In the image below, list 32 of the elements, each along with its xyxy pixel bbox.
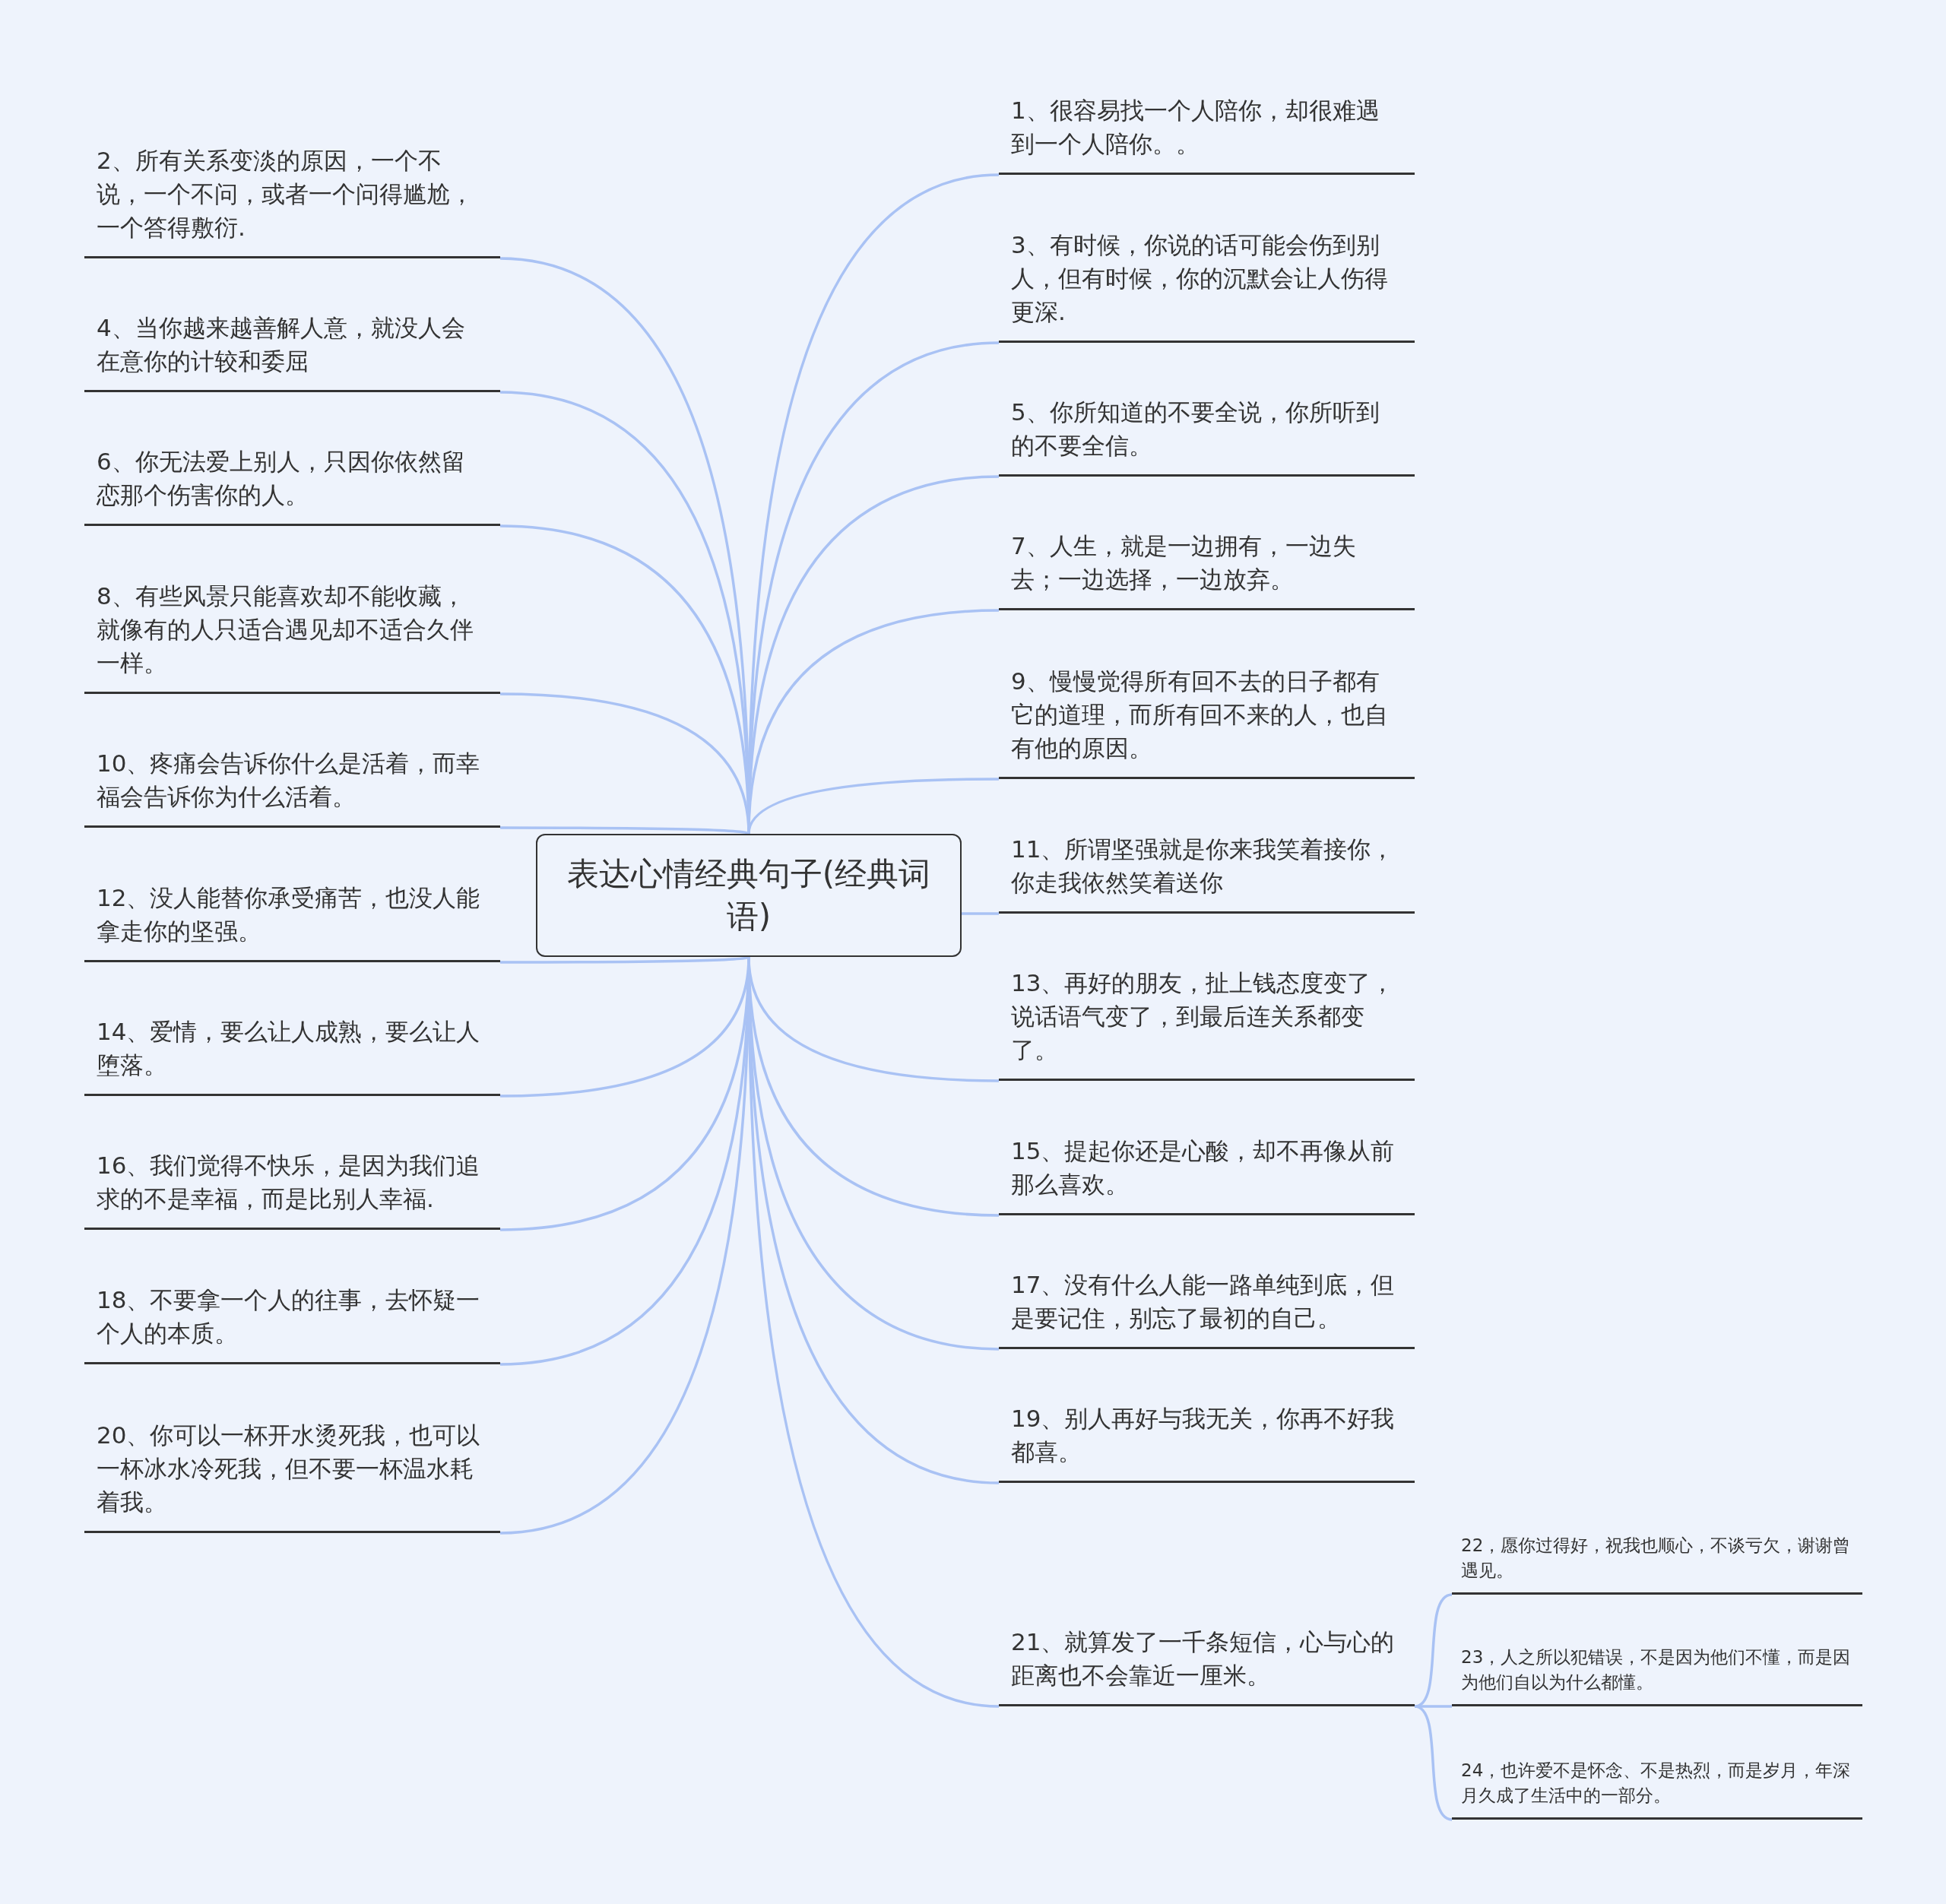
branch-text: 15、提起你还是心酸，却不再像从前那么喜欢。: [1011, 1136, 1396, 1199]
branch-text: 24，也许爱不是怀念、不是热烈，而是岁月，年深月久成了生活中的一部分。: [1461, 1760, 1852, 1807]
branch-text: 18、不要拿一个人的往事，去怀疑一个人的本质。: [97, 1285, 481, 1348]
branch-text: 8、有些风景只能喜欢却不能收藏，就像有的人只适合遇见却不适合久伴一样。: [97, 581, 474, 678]
branch-text: 17、没有什么人能一路单纯到底，但是要记住，别忘了最初的自己。: [1011, 1270, 1396, 1333]
branch-text: 20、你可以一杯开水烫死我，也可以一杯冰水冷死我，但不要一杯温水耗着我。: [97, 1421, 481, 1517]
central-topic-text: 表达心情经典句子(经典词语): [566, 854, 932, 936]
branch-text: 11、所谓坚强就是你来我笑着接你，你走我依然笑着送你: [1011, 835, 1396, 898]
branch-text: 22，愿你过得好，祝我也顺心，不谈亏欠，谢谢曾遇见。: [1461, 1535, 1852, 1582]
branch-text: 10、疼痛会告诉你什么是活着，而幸福会告诉你为什么活着。: [97, 749, 481, 812]
branch-text: 3、有时候，你说的话可能会伤到别人，但有时候，你的沉默会让人伤得更深.: [1011, 230, 1389, 327]
branch-line: [500, 826, 750, 835]
branch-text: 9、慢慢觉得所有回不去的日子都有它的道理，而所有回不来的人，也自有他的原因。: [1011, 667, 1389, 763]
branch-text: 4、当你越来越善解人意，就没人会在意你的计较和委屈: [97, 313, 466, 376]
branch-text: 6、你无法爱上别人，只因你依然留恋那个伤害你的人。: [97, 447, 466, 510]
branch-text: 7、人生，就是一边拥有，一边失去；一边选择，一边放弃。: [1011, 531, 1357, 594]
branch-text: 5、你所知道的不要全说，你所听到的不要全信。: [1011, 398, 1380, 461]
branch-line: [500, 955, 750, 964]
branch-line: [1415, 1705, 1452, 1708]
branch-text: 23，人之所以犯错误，不是因为他们不懂，而是因为他们自以为什么都懂。: [1461, 1646, 1852, 1693]
branch-text: 21、就算发了一千条短信，心与心的距离也不会靠近一厘米。: [1011, 1627, 1396, 1690]
branch-text: 16、我们觉得不快乐，是因为我们追求的不是幸福，而是比别人幸福.: [97, 1151, 481, 1214]
branch-text: 13、再好的朋友，扯上钱态度变了，说话语气变了，到最后连关系都变了。: [1011, 968, 1396, 1065]
branch-text: 12、没人能替你承受痛苦，也没人能拿走你的坚强。: [97, 883, 481, 946]
branch-text: 19、别人再好与我无关，你再不好我都喜。: [1011, 1404, 1396, 1467]
branch-text: 14、爱情，要么让人成熟，要么让人堕落。: [97, 1017, 481, 1080]
branch-line: [1414, 1705, 1453, 1821]
branch-line: [962, 912, 999, 915]
branch-text: 1、很容易找一个人陪你，却很难遇到一个人陪你。。: [1011, 96, 1380, 159]
central-topic: [536, 834, 962, 957]
branch-line: [747, 778, 999, 835]
branch-text: 2、所有关系变淡的原因，一个不说，一个不问，或者一个问得尴尬，一个答得敷衍.: [97, 146, 474, 242]
